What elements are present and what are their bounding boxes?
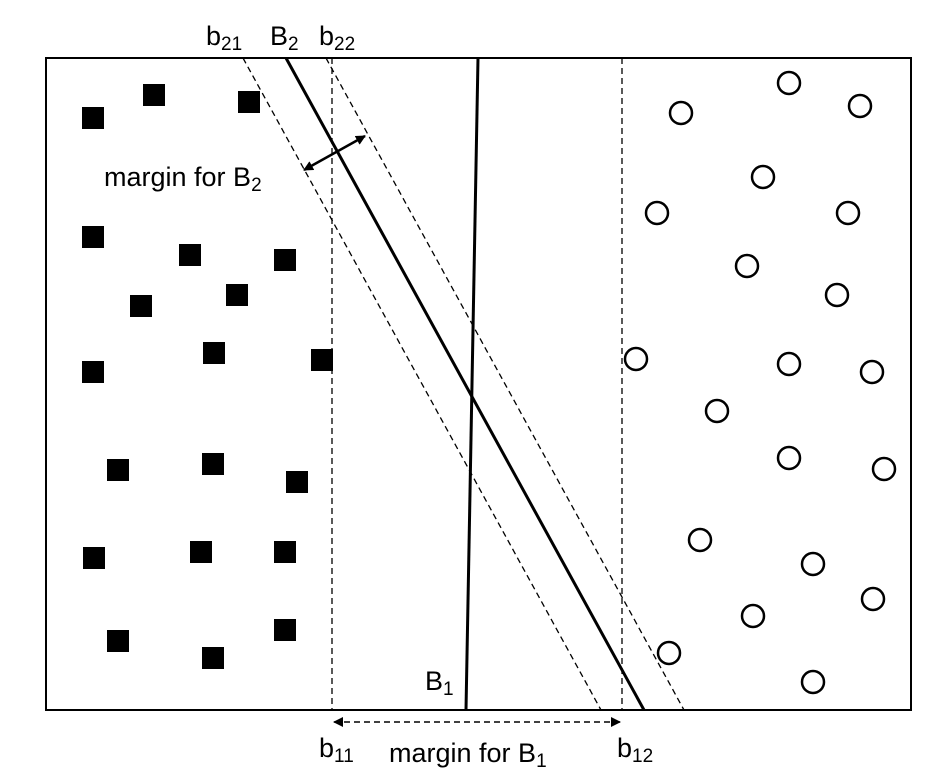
boundary-b22 — [325, 57, 685, 711]
square-point — [226, 284, 248, 306]
circle-point — [668, 100, 694, 126]
square-point — [107, 630, 129, 652]
decision-boundary-b1 — [464, 57, 480, 711]
label-b22: b22 — [319, 21, 355, 55]
boundary-b21 — [242, 57, 602, 711]
circle-point — [656, 640, 682, 666]
plot-frame — [45, 57, 912, 711]
square-point — [190, 541, 212, 563]
label-b21: b21 — [206, 21, 242, 55]
circle-point — [800, 551, 826, 577]
label-B2: B2 — [270, 21, 299, 55]
circle-point — [776, 351, 802, 377]
square-point — [238, 91, 260, 113]
square-point — [202, 453, 224, 475]
circle-point — [776, 70, 802, 96]
label-B1: B1 — [425, 666, 454, 700]
square-point — [143, 84, 165, 106]
square-point — [203, 342, 225, 364]
square-point — [82, 107, 104, 129]
decision-boundary-b2 — [284, 57, 646, 711]
circle-point — [835, 200, 861, 226]
square-point — [274, 619, 296, 641]
square-point — [107, 459, 129, 481]
label-margin-b1: margin for B1 — [389, 738, 547, 772]
circle-point — [623, 346, 649, 372]
circle-point — [859, 359, 885, 385]
circle-point — [687, 527, 713, 553]
label-margin-b2: margin for B2 — [104, 162, 262, 196]
circle-point — [750, 164, 776, 190]
circle-point — [776, 445, 802, 471]
square-point — [286, 471, 308, 493]
square-class-points — [82, 84, 333, 669]
circle-point — [824, 282, 850, 308]
square-point — [179, 244, 201, 266]
square-point — [274, 249, 296, 271]
label-b11: b11 — [319, 733, 354, 767]
square-point — [202, 647, 224, 669]
margin-arrow-b2 — [303, 134, 366, 172]
circle-point — [740, 603, 766, 629]
circle-point — [800, 669, 826, 695]
circle-point — [644, 200, 670, 226]
circle-point — [847, 93, 873, 119]
square-point — [82, 361, 104, 383]
square-point — [311, 349, 333, 371]
circle-point — [871, 456, 897, 482]
label-b12: b12 — [617, 733, 653, 767]
square-point — [130, 295, 152, 317]
square-point — [274, 541, 296, 563]
square-point — [82, 226, 104, 248]
circle-class-points — [623, 70, 897, 695]
square-point — [83, 547, 105, 569]
circle-point — [860, 586, 886, 612]
circle-point — [704, 398, 730, 424]
circle-point — [734, 253, 760, 279]
